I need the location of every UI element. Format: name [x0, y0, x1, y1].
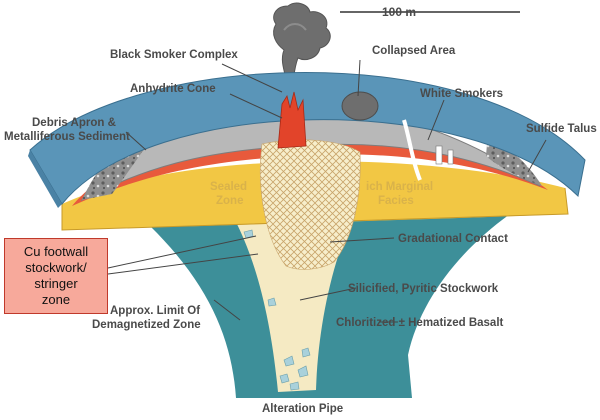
leader-lines [107, 59, 547, 323]
label-debris-line1: Debris Apron & [32, 117, 116, 129]
label-black-smoker: Black Smoker Complex [110, 49, 238, 61]
label-chloritized: Chloritized ± Hematized Basalt [336, 317, 504, 329]
white-smokers [402, 119, 454, 181]
label-marginal-line1: ich Marginal [366, 181, 433, 193]
basalt-body [150, 214, 510, 398]
scale-label: 100 m [382, 5, 416, 19]
black-smoker-chimney [277, 91, 307, 149]
label-sealed-line2: Zone [216, 195, 243, 207]
collapsed-area [341, 91, 379, 121]
stockwork-core [260, 139, 361, 270]
label-demag-line2: Demagnetized Zone [92, 319, 201, 331]
label-debris-line2: Metalliferous Sediment [4, 131, 130, 143]
label-anhydrite-cone: Anhydrite Cone [130, 83, 216, 95]
seafloor-shell [29, 72, 586, 205]
label-collapsed-area: Collapsed Area [372, 45, 456, 57]
label-gradational: Gradational Contact [398, 233, 508, 245]
label-sulfide-talus: Sulfide Talus [526, 123, 597, 135]
label-alteration-pipe: Alteration Pipe [262, 403, 343, 415]
label-demag-line1: Approx. Limit Of [110, 305, 200, 317]
label-marginal-line2: Facies [378, 195, 414, 207]
label-white-smokers: White Smokers [420, 88, 503, 100]
cu-stockwork-callout: Cu footwall stockwork/ stringer zone [4, 238, 108, 314]
seafloor-shell-left [28, 150, 62, 208]
label-silicified: Silicified, Pyritic Stockwork [348, 283, 499, 295]
label-sealed-line1: Sealed [210, 181, 247, 193]
smoke-plume [273, 2, 331, 89]
